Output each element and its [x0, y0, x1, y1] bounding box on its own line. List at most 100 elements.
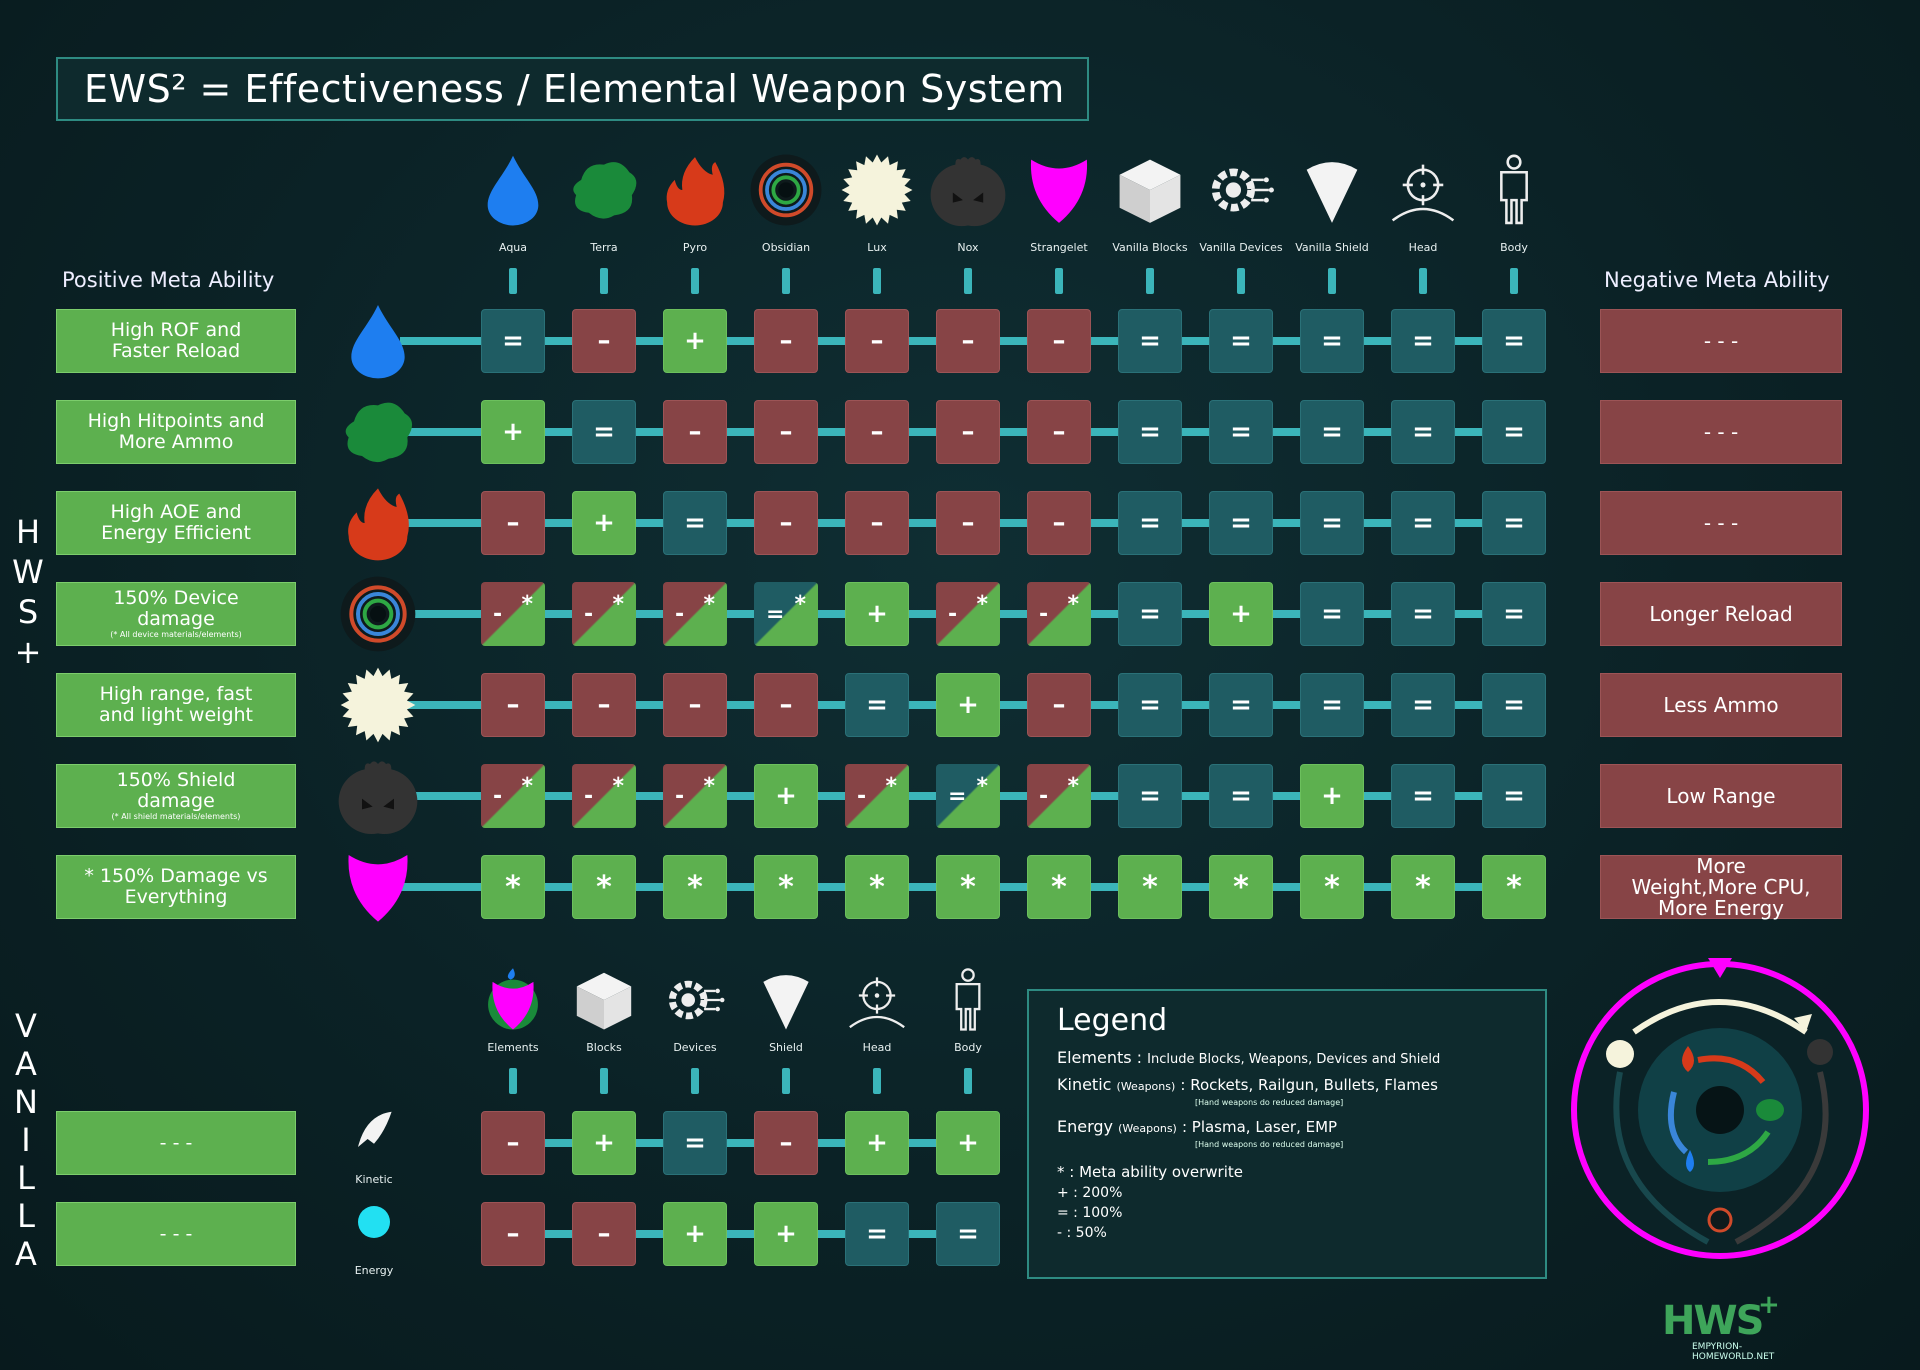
effect-cell: + — [936, 673, 1000, 737]
bottom-column-label-head: Head — [862, 1041, 892, 1054]
strangelet-shape-icon — [1021, 152, 1097, 232]
hws-letter: H — [15, 513, 41, 551]
effect-cell: = — [845, 1202, 909, 1266]
device-icon — [661, 966, 729, 1038]
effect-cell: = — [1118, 491, 1182, 555]
effect-cell: * — [1027, 855, 1091, 919]
effect-cell: – — [754, 400, 818, 464]
effect-symbol: - — [1039, 602, 1049, 627]
override-star: * — [794, 592, 806, 617]
aqua-drop-icon — [1686, 1150, 1694, 1172]
positive-meta-3: High AOE and Energy Efficient — [56, 491, 296, 555]
effect-cell: = — [481, 309, 545, 373]
effect-cell: – — [481, 491, 545, 555]
effect-cell: * — [663, 855, 727, 919]
effect-cell: = — [572, 400, 636, 464]
effect-symbol: - — [584, 784, 594, 809]
column-label-strangelet: Strangelet — [1030, 241, 1088, 254]
effect-symbol: - — [675, 602, 685, 627]
effect-cell: – — [1027, 400, 1091, 464]
effect-symbol: - — [584, 602, 594, 627]
override-star: * — [976, 774, 988, 799]
effect-cell: = — [1482, 673, 1546, 737]
effect-cell: = — [936, 1202, 1000, 1266]
effect-symbol: - — [675, 784, 685, 809]
effect-cell: = — [663, 491, 727, 555]
effect-cell: – — [572, 1202, 636, 1266]
page-title: EWS² = Effectiveness / Elemental Weapon … — [56, 57, 1089, 121]
effect-cell: + — [1209, 582, 1273, 646]
effect-cell: = — [1482, 309, 1546, 373]
negative-meta-2: - - - — [1600, 400, 1842, 464]
column-connector — [1510, 268, 1518, 294]
effect-cell: = — [1391, 764, 1455, 828]
effect-cell: = — [1209, 764, 1273, 828]
column-connector — [1146, 268, 1154, 294]
negative-meta-3: - - - — [1600, 491, 1842, 555]
legend-energy: Energy (Weapons) : Plasma, Laser, EMP — [1057, 1117, 1338, 1136]
effect-cell: -* — [663, 582, 727, 646]
effect-cell: – — [936, 491, 1000, 555]
device-icon — [1203, 152, 1279, 232]
effect-cell: = — [1482, 764, 1546, 828]
effect-cell: – — [481, 673, 545, 737]
override-star: * — [703, 592, 715, 617]
effect-cell: – — [754, 673, 818, 737]
effect-cell: * — [572, 855, 636, 919]
aqua-drop-icon — [475, 152, 551, 232]
effect-cell: -* — [481, 764, 545, 828]
effect-cell: + — [754, 1202, 818, 1266]
effect-cell: = — [1391, 491, 1455, 555]
positive-meta-5: High range, fast and light weight — [56, 673, 296, 737]
bottom-column-label-devices: Devices — [673, 1041, 717, 1054]
effect-cell: = — [845, 673, 909, 737]
column-label-aqua: Aqua — [498, 241, 528, 254]
effect-symbol: - — [493, 602, 503, 627]
effect-cell: =* — [754, 582, 818, 646]
legend-kinetic-note: [Hand weapons do reduced damage] — [1195, 1098, 1344, 1107]
effect-cell: – — [572, 673, 636, 737]
column-label-vanilla-shield: Vanilla Shield — [1295, 241, 1369, 254]
effect-cell: -* — [845, 764, 909, 828]
effect-cell: * — [1118, 855, 1182, 919]
effect-cell: * — [845, 855, 909, 919]
column-label-obsidian: Obsidian — [761, 241, 811, 254]
override-star: * — [1067, 592, 1079, 617]
vanilla-letter: N — [14, 1083, 38, 1121]
column-connector — [1237, 268, 1245, 294]
row-connector — [481, 1139, 999, 1147]
effect-cell: = — [1482, 582, 1546, 646]
column-label-lux: Lux — [867, 241, 887, 254]
vanilla-letter: I — [21, 1121, 31, 1159]
effect-symbol: - — [948, 602, 958, 627]
effect-cell: + — [663, 309, 727, 373]
terra-blob-icon — [566, 152, 642, 232]
column-connector — [873, 268, 881, 294]
effect-cell: = — [1482, 491, 1546, 555]
effect-cell: = — [1391, 400, 1455, 464]
vanilla-letter: L — [17, 1197, 35, 1235]
column-connector — [600, 268, 608, 294]
effect-cell: – — [936, 400, 1000, 464]
body-icon — [1476, 152, 1552, 232]
effect-cell: -* — [572, 582, 636, 646]
vanilla-meta-2: - - - — [56, 1202, 296, 1266]
bottom-column-label-blocks: Blocks — [586, 1041, 622, 1054]
effect-cell: = — [1118, 400, 1182, 464]
aqua-drop-icon — [338, 301, 418, 385]
lux-star-icon — [1606, 1040, 1634, 1068]
effect-cell: – — [936, 309, 1000, 373]
column-label-terra: Terra — [590, 241, 618, 254]
column-connector — [873, 1068, 881, 1094]
nox-skull-icon — [1807, 1039, 1833, 1065]
effect-cell: = — [1300, 582, 1364, 646]
override-star: * — [1067, 774, 1079, 799]
positive-meta-text: High Hitpoints and More Ammo — [87, 410, 265, 453]
positive-meta-note: (* All device materials/elements) — [110, 630, 242, 639]
effect-cell: + — [572, 1111, 636, 1175]
effect-cell: -* — [1027, 582, 1091, 646]
column-connector — [691, 268, 699, 294]
shield-icon — [752, 966, 820, 1038]
effect-cell: – — [1027, 309, 1091, 373]
